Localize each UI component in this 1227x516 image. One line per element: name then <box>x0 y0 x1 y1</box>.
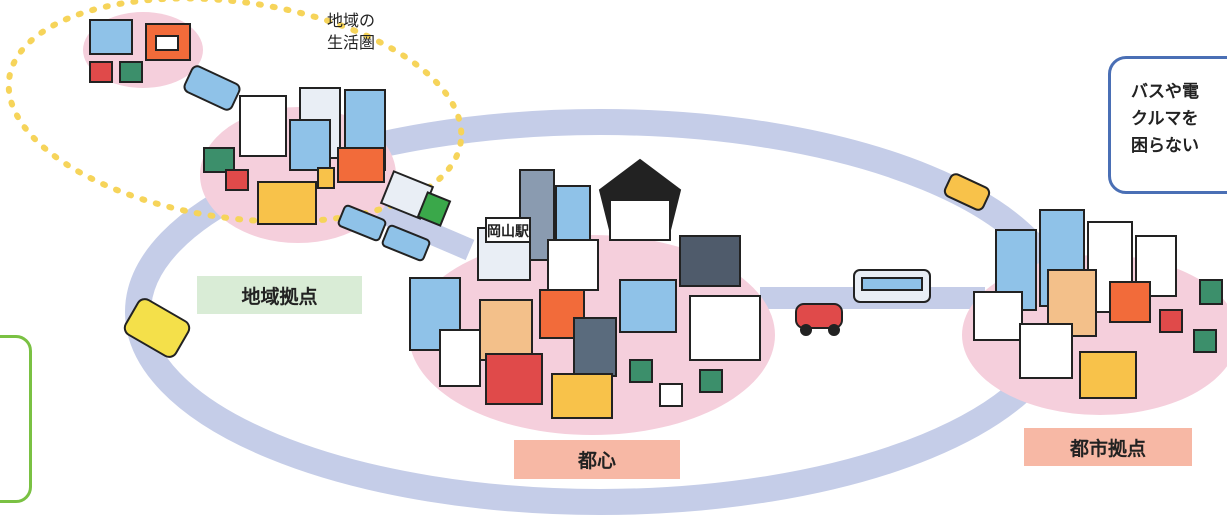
callout-line-1: バスや電 <box>1131 82 1199 102</box>
life-sphere-label-line2: 生活圏 <box>326 33 375 52</box>
callout-box: バスや電 クルマを 困らない <box>1108 56 1227 194</box>
city-center-label: 都心 <box>514 440 680 479</box>
train <box>337 204 431 262</box>
city-hub-buildings <box>973 209 1223 399</box>
van-yellow <box>123 298 191 358</box>
callout-line-3: 困らない <box>1131 136 1199 156</box>
life-sphere-buildings <box>89 19 191 83</box>
life-sphere-label-line1: 地域の <box>326 11 375 30</box>
station-building: 岡山駅 <box>485 217 531 243</box>
truck <box>379 170 452 227</box>
life-sphere-label: 地域の 生活圏 <box>312 10 390 54</box>
region-hub-label: 地域拠点 <box>197 276 362 314</box>
bus-top <box>183 65 241 111</box>
city-hub-label: 都市拠点 <box>1024 428 1192 466</box>
station-sign: 岡山駅 <box>487 224 530 240</box>
life-sphere-boundary <box>5 0 465 225</box>
taxi <box>943 173 991 211</box>
callout-line-2: クルマを <box>1131 109 1199 129</box>
region-hub-buildings <box>203 87 386 225</box>
city-center-buildings <box>409 158 761 419</box>
car-red <box>795 303 843 336</box>
bus-right <box>853 269 931 303</box>
left-panel-box <box>0 335 32 503</box>
